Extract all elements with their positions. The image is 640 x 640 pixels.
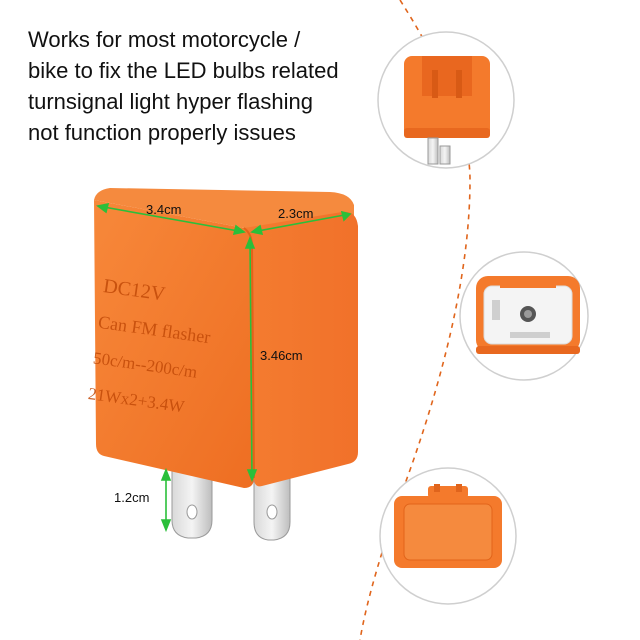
relay-pin-right: [253, 477, 291, 541]
detail-top-relay-icon: [404, 56, 490, 165]
headline-line-2: bike to fix the LED bulbs related: [28, 58, 339, 83]
relay-pin-left: [171, 469, 213, 539]
dimension-depth-label: 2.3cm: [278, 206, 313, 221]
headline: Works for most motorcycle / bike to fix …: [28, 24, 388, 148]
relay-side-face: [244, 211, 358, 487]
dimension-pin-label: 1.2cm: [114, 490, 149, 505]
detail-back-relay-icon: [394, 484, 502, 568]
flasher-relay: DC12V Can FM flasher 50c/m--200c/m 21Wx2…: [87, 188, 358, 541]
detail-bottom-relay-icon: [476, 276, 580, 354]
headline-line-4: not function properly issues: [28, 120, 296, 145]
dimension-width-label: 3.4cm: [146, 202, 181, 217]
dimension-lines: [96, 202, 352, 533]
headline-line-1: Works for most motorcycle /: [28, 27, 301, 52]
detail-view-top: [377, 31, 515, 169]
detail-view-bottom: [459, 251, 589, 381]
detail-view-back: [379, 467, 517, 605]
relay-front-face: [94, 200, 254, 488]
dimension-height-label: 3.46cm: [260, 348, 303, 363]
headline-line-3: turnsignal light hyper flashing: [28, 89, 313, 114]
connector-dashed-line: [359, 0, 471, 640]
